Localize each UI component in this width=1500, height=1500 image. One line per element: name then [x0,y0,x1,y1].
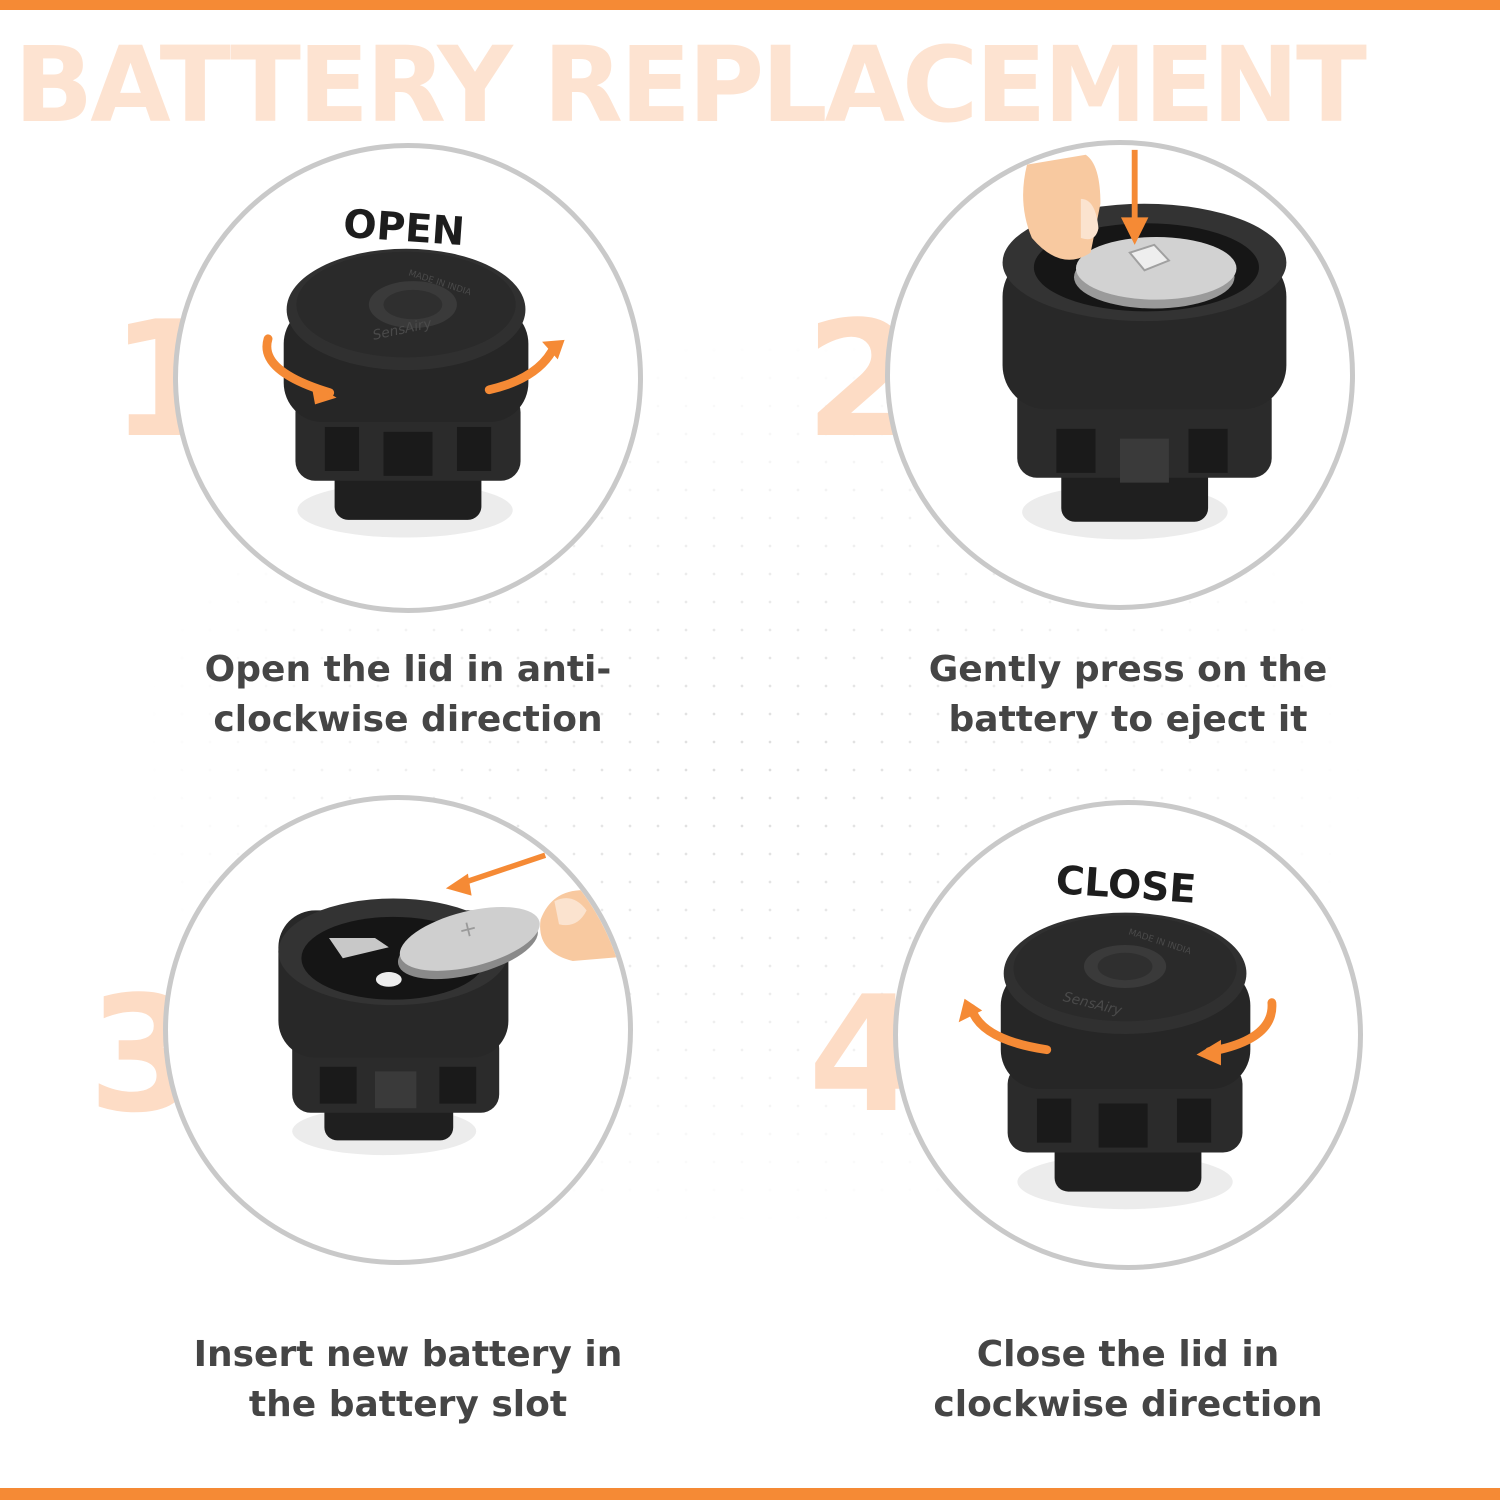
step-2-illustration [885,140,1355,610]
step-1-illustration: OPEN SensAiry MADE IN INDIA [173,143,643,613]
sensor-insert-illustration: + [278,852,628,1156]
step-3-caption: Insert new battery in the battery slot [148,1330,668,1430]
step-3-caption-line-2: the battery slot [248,1384,568,1425]
bottom-accent-bar [0,1488,1500,1500]
sensor-eject-illustration [1002,149,1287,540]
step-4-caption-line-2: clockwise direction [933,1384,1323,1425]
step-4-caption-line-1: Close the lid in [976,1334,1280,1375]
step-1-caption-line-1: Open the lid in anti- [204,649,612,690]
step-2-caption-line-1: Gently press on the [928,649,1328,690]
coin-battery [1075,237,1237,300]
close-label: CLOSE [1054,858,1197,913]
step-3-illustration: + [163,795,633,1265]
page-title: BATTERY REPLACEMENT [14,24,1367,146]
battery-clip [1128,243,1171,272]
rotate-right-arrow [1204,998,1277,1057]
insert-arrow [456,852,547,888]
sensor-open-illustration: OPEN SensAiry MADE IN INDIA [262,202,565,538]
step-4-illustration: CLOSE SensAiry MADE IN INDIA [893,800,1363,1270]
sensor-close-illustration: CLOSE SensAiry MADE IN INDIA [958,858,1277,1210]
step-4-caption: Close the lid in clockwise direction [868,1330,1388,1430]
battery-contact [329,938,389,959]
step-1-caption-line-2: clockwise direction [213,699,603,740]
step-2-caption-line-2: battery to eject it [948,699,1308,740]
step-1-caption: Open the lid in anti- clockwise directio… [148,645,668,745]
step-3-caption-line-1: Insert new battery in [193,1334,623,1375]
step-2-caption: Gently press on the battery to eject it [868,645,1388,745]
open-label: OPEN [342,202,466,255]
battery-plus-mark: + [456,915,480,944]
new-coin-battery [399,907,540,971]
finger-icon [540,890,628,961]
